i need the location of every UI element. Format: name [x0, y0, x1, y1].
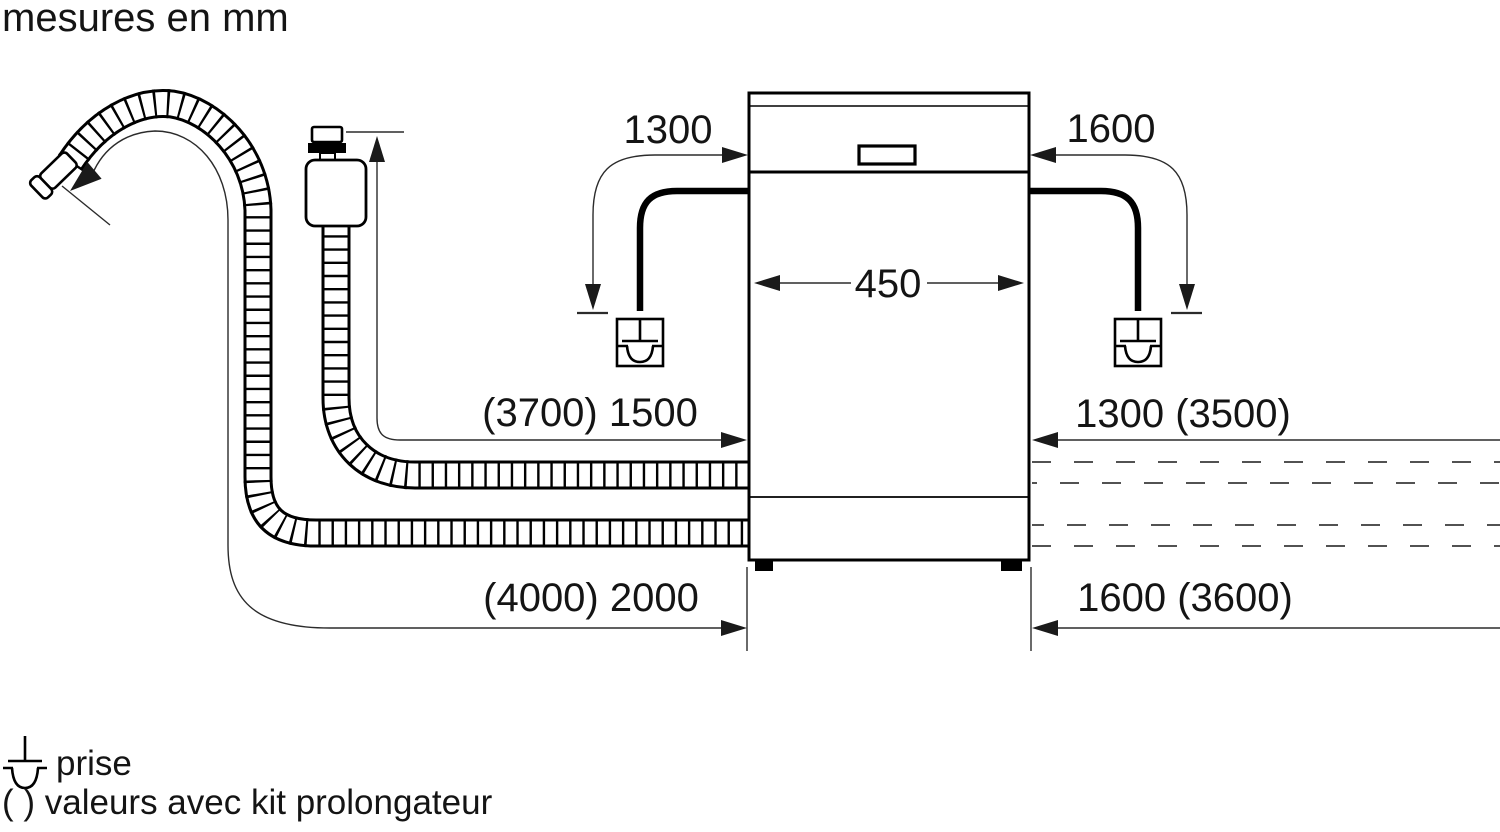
dim-label-top-right: 1600 — [1067, 107, 1156, 151]
page-title: mesures en mm — [2, 0, 289, 40]
drain-hose-nozzle-icon — [28, 151, 78, 200]
dimension-top-left — [577, 147, 748, 315]
power-cable-right — [1029, 187, 1142, 311]
dim-label-bottom-left: (4000) 2000 — [483, 576, 699, 620]
hose-continuation-dashed — [1032, 461, 1500, 547]
dim-label-bottom-right: 1600 (3600) — [1077, 576, 1293, 620]
dishwasher — [747, 91, 1031, 571]
socket-icon-legend — [3, 736, 47, 790]
foot-right — [1001, 560, 1022, 571]
power-cable-left — [636, 187, 749, 311]
inlet-hose — [321, 222, 750, 490]
dim-label-middle-right: 1300 (3500) — [1075, 392, 1291, 436]
dimension-middle-right — [1032, 432, 1500, 448]
dimension-middle-left — [346, 131, 747, 448]
dim-label-top-left: 1300 — [624, 108, 713, 152]
legend-note: ( ) valeurs avec kit prolongateur — [2, 783, 493, 822]
extension-lines — [746, 567, 1032, 651]
foot-left — [755, 560, 773, 571]
water-tap-valve-icon — [304, 125, 368, 228]
dim-label-width: 450 — [855, 262, 922, 306]
dimension-bottom-left — [61, 130, 747, 636]
dimension-bottom-right — [1032, 620, 1500, 636]
control-display — [857, 144, 917, 166]
dim-label-middle-left: (3700) 1500 — [482, 391, 698, 435]
socket-icon-right — [1113, 317, 1163, 368]
dimension-width — [754, 275, 1024, 291]
drain-hose — [57, 89, 750, 548]
legend-socket-label: prise — [56, 744, 132, 783]
dimension-top-right — [1030, 147, 1202, 315]
socket-icon-left — [615, 317, 665, 368]
